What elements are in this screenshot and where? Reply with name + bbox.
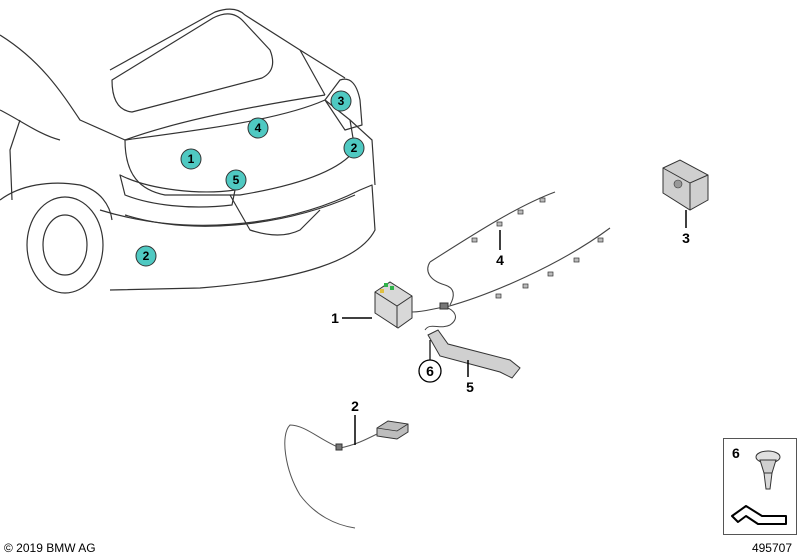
svg-text:3: 3	[338, 94, 345, 108]
part-label-6-circled[interactable]: 6	[418, 359, 442, 383]
callout-3[interactable]: 3	[330, 90, 352, 112]
callout-2-lower-left[interactable]: 2	[135, 245, 157, 267]
svg-text:2: 2	[143, 249, 150, 263]
nav-arrow-icon	[731, 505, 787, 525]
callout-2-right[interactable]: 2	[343, 137, 365, 159]
part-label-3: 3	[682, 230, 690, 246]
copyright-text: © 2019 BMW AG	[4, 541, 96, 555]
part-4-clips	[471, 197, 604, 299]
part-label-4: 4	[496, 252, 504, 268]
part-5-bracket[interactable]	[427, 329, 521, 379]
diagram-id: 495707	[751, 541, 792, 555]
part-label-2: 2	[351, 398, 359, 414]
callout-4[interactable]: 4	[247, 117, 269, 139]
navigation-box[interactable]	[723, 494, 797, 535]
callout-5[interactable]: 5	[225, 169, 247, 191]
part-3-control-unit[interactable]	[662, 159, 709, 211]
svg-text:2: 2	[351, 141, 358, 155]
screw-icon	[755, 450, 781, 490]
svg-text:6: 6	[426, 363, 434, 379]
screw-legend-box: 6	[723, 438, 797, 496]
part-2-cable	[284, 424, 378, 529]
part-label-1: 1	[331, 310, 339, 326]
part-label-5: 5	[466, 379, 474, 395]
svg-text:1: 1	[188, 152, 195, 166]
part-4-antenna-cable[interactable]	[427, 191, 611, 308]
car-rear-outline	[0, 8, 376, 294]
svg-text:5: 5	[233, 173, 240, 187]
legend-number: 6	[732, 445, 740, 461]
callout-1[interactable]: 1	[180, 148, 202, 170]
svg-text:4: 4	[255, 121, 262, 135]
part-2-antenna[interactable]	[376, 420, 409, 440]
callout-group: 1 2 3 4 5 2	[135, 90, 365, 267]
part-1-cables	[411, 302, 456, 331]
part-1-module[interactable]	[374, 281, 413, 329]
